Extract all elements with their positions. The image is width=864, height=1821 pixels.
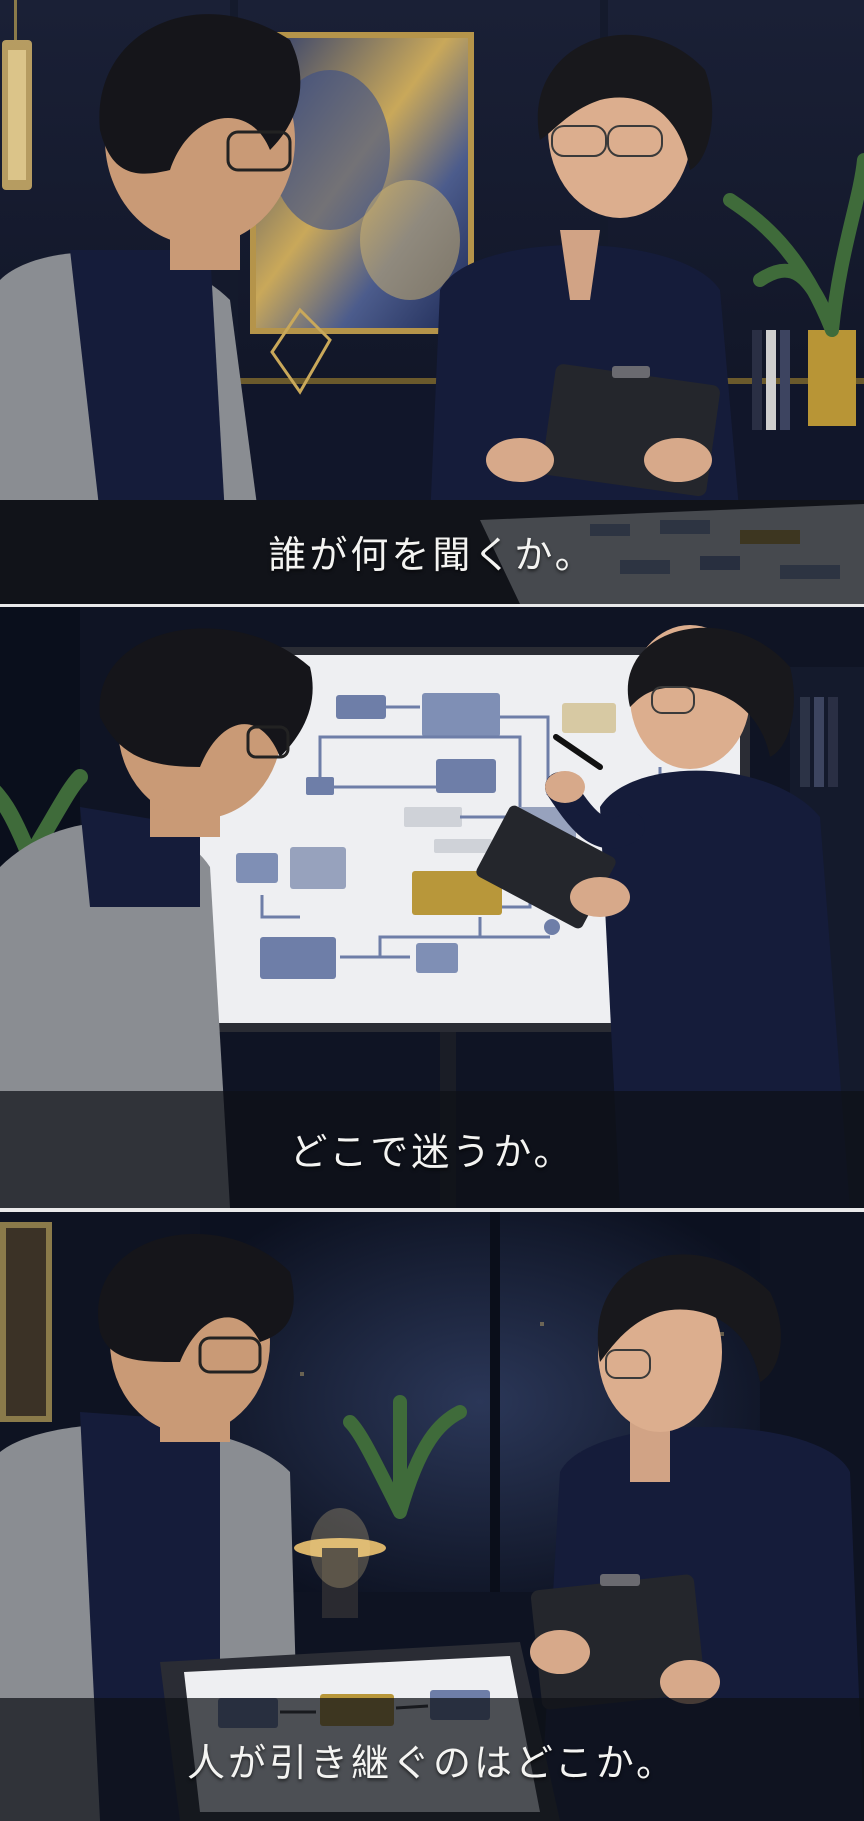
clipboard-icon <box>530 1574 720 1710</box>
panel-2-caption: どこで迷うか。 <box>289 1130 575 1174</box>
panel-1-caption: 誰が何を聞くか。 <box>268 533 596 577</box>
pen-icon <box>553 734 603 770</box>
panel-1: 誰が何を聞くか。 <box>0 0 864 604</box>
panel-3-caption: 人が引き継ぐのはどこか。 <box>186 1741 678 1785</box>
man-figure <box>0 628 313 1208</box>
lamp-icon <box>2 0 32 190</box>
clipboard-icon <box>486 364 720 497</box>
caption-band <box>0 1091 864 1208</box>
plant-icon <box>723 153 864 426</box>
clipboard-icon <box>476 805 630 929</box>
panel-2: どこで迷うか。 <box>0 607 864 1208</box>
plant-icon <box>343 1395 467 1519</box>
abstract-painting <box>250 32 474 334</box>
caption-band <box>0 500 864 604</box>
lamp-icon <box>294 1508 386 1618</box>
panel-3: 人が引き継ぐのはどこか。 <box>0 1212 864 1821</box>
caption-band <box>0 1698 864 1821</box>
